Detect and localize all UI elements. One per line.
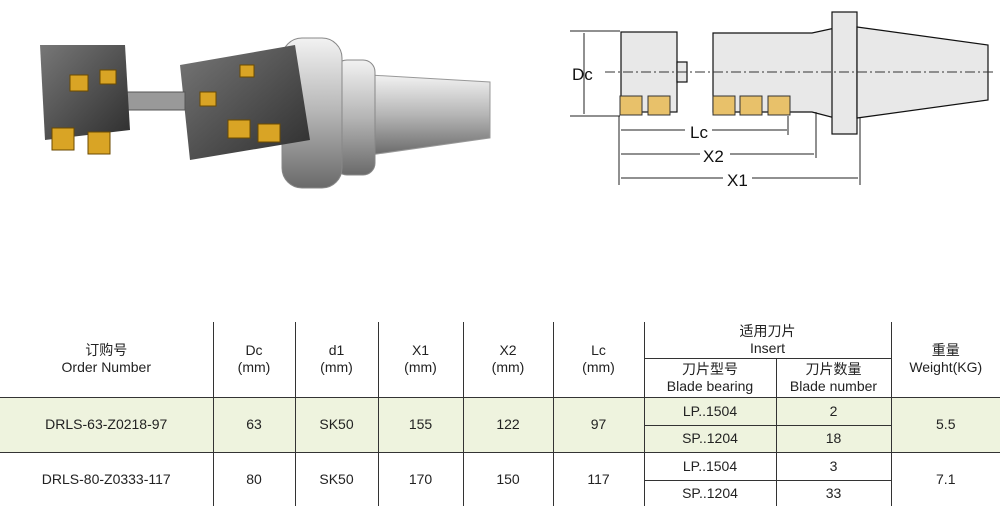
header-x2: X2(mm) xyxy=(462,322,554,397)
table-row: DRLS-80-Z0333-117 80 SK50 170 150 117 LP… xyxy=(0,451,1000,506)
cell-order: DRLS-80-Z0333-117 xyxy=(0,451,214,506)
dim-label-lc: Lc xyxy=(690,123,708,142)
cell-d1: SK50 xyxy=(294,451,379,506)
cell-blade-number: 18 xyxy=(775,425,892,452)
cell-blade-bearing: SP..1204 xyxy=(643,425,777,452)
tool-product-image xyxy=(40,37,491,189)
header-lc: Lc(mm) xyxy=(552,322,645,397)
dim-label-x2: X2 xyxy=(703,147,724,166)
cell-blade-number: 3 xyxy=(775,451,892,481)
cell-blade-number: 2 xyxy=(775,396,892,426)
cell-blade-bearing: SP..1204 xyxy=(643,480,777,506)
cell-x1: 155 xyxy=(377,396,464,452)
technical-drawing: Dc Lc X2 X1 xyxy=(570,11,995,190)
dim-label-dc: Dc xyxy=(572,65,593,84)
cell-blade-bearing: LP..1504 xyxy=(643,396,777,426)
cell-d1: SK50 xyxy=(294,396,379,452)
cell-lc: 97 xyxy=(552,396,645,452)
cell-x1: 170 xyxy=(377,451,464,506)
cell-weight: 5.5 xyxy=(890,396,1000,452)
header-d1: d1(mm) xyxy=(294,322,379,397)
cell-order: DRLS-63-Z0218-97 xyxy=(0,396,214,452)
table-row: DRLS-63-Z0218-97 63 SK50 155 122 97 LP..… xyxy=(0,396,1000,452)
cell-blade-bearing: LP..1504 xyxy=(643,451,777,481)
cell-x2: 150 xyxy=(462,451,554,506)
cell-weight: 7.1 xyxy=(890,451,1000,506)
header-x1: X1(mm) xyxy=(377,322,464,397)
header-dc: Dc(mm) xyxy=(212,322,296,397)
cell-blade-number: 33 xyxy=(775,480,892,506)
cell-dc: 63 xyxy=(212,396,296,452)
dim-label-x1: X1 xyxy=(727,171,748,190)
cell-x2: 122 xyxy=(462,396,554,452)
cell-dc: 80 xyxy=(212,451,296,506)
cell-lc: 117 xyxy=(552,451,645,506)
